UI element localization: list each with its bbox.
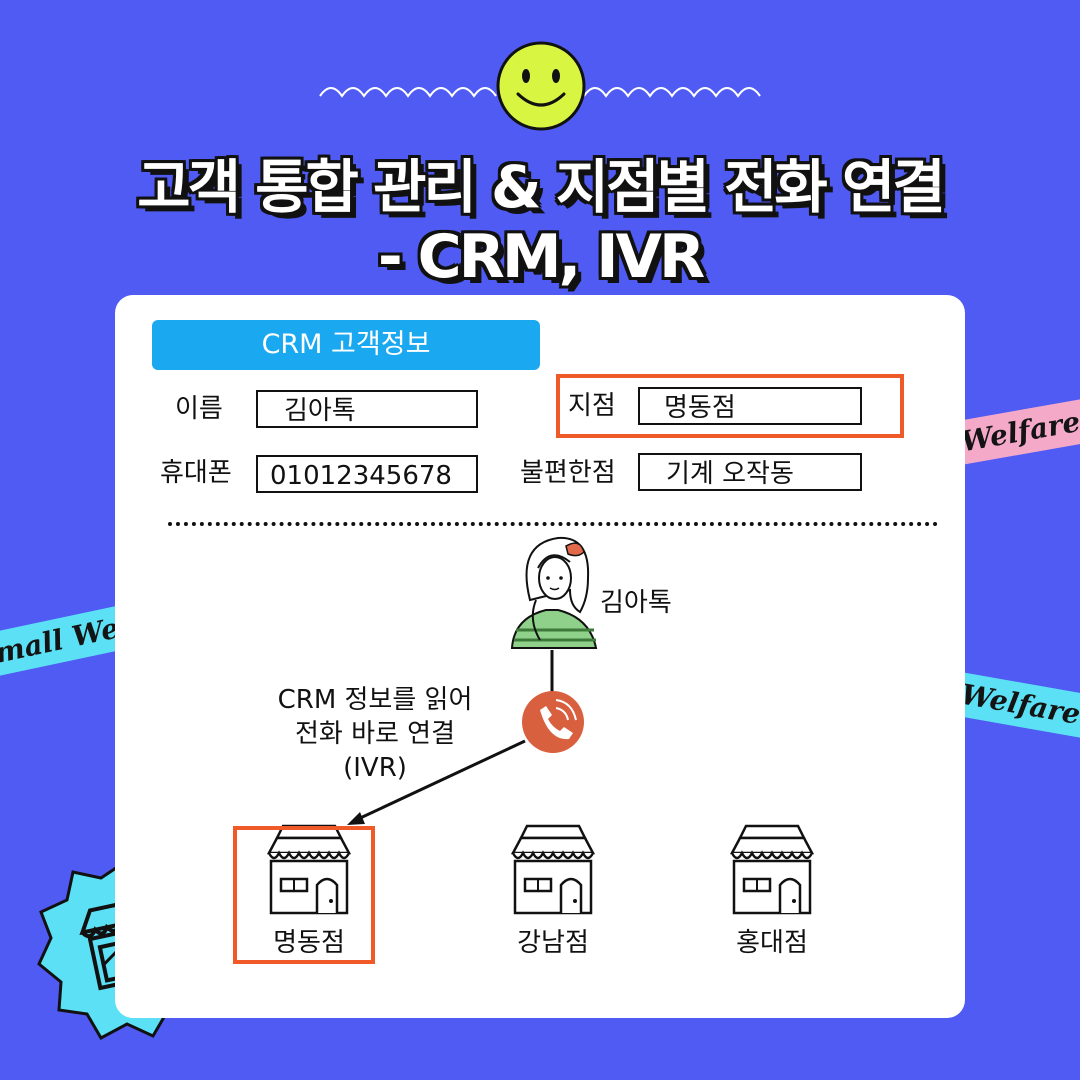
complaint-field: 기계 오작동 [638,453,862,491]
phone-label: 휴대폰 [160,458,232,488]
page-title: 고객 통합 관리 & 지점별 전화 연결 [137,153,945,221]
page-subtitle: - CRM, IVR [377,222,705,292]
store-icon-gangnam [510,824,596,915]
selected-store-highlight [233,826,375,964]
customer-name: 김아톡 [600,588,672,618]
branch-highlight [556,374,904,438]
divider [168,522,938,526]
ivr-line-1: CRM 정보를 읽어 [277,685,473,715]
ivr-line-3: (IVR) [343,753,407,783]
name-label: 이름 [175,394,223,424]
branch-field: 명동점 [638,387,862,425]
store-name-myeongdong: 명동점 [273,928,345,958]
wavy-line-right [583,87,761,98]
store-icon-hongdae [729,824,815,915]
customer-avatar-icon [510,536,598,649]
phone-field: 01012345678 [256,455,478,493]
store-name-gangnam: 강남점 [517,928,589,958]
branch-label: 지점 [568,391,616,421]
wavy-line-left [319,87,497,98]
phone-call-icon [522,691,584,753]
store-icon-myeongdong [266,824,352,915]
ivr-line-2: 전화 바로 연결 [294,719,456,749]
store-name-hongdae: 홍대점 [736,928,808,958]
smiley-icon [496,41,586,131]
ivr-description: CRM 정보를 읽어 전화 바로 연결 (IVR) [250,683,500,785]
crm-header-tab: CRM 고객정보 [152,320,540,370]
name-field: 김아톡 [256,390,478,428]
complaint-label: 불편한점 [520,458,616,488]
